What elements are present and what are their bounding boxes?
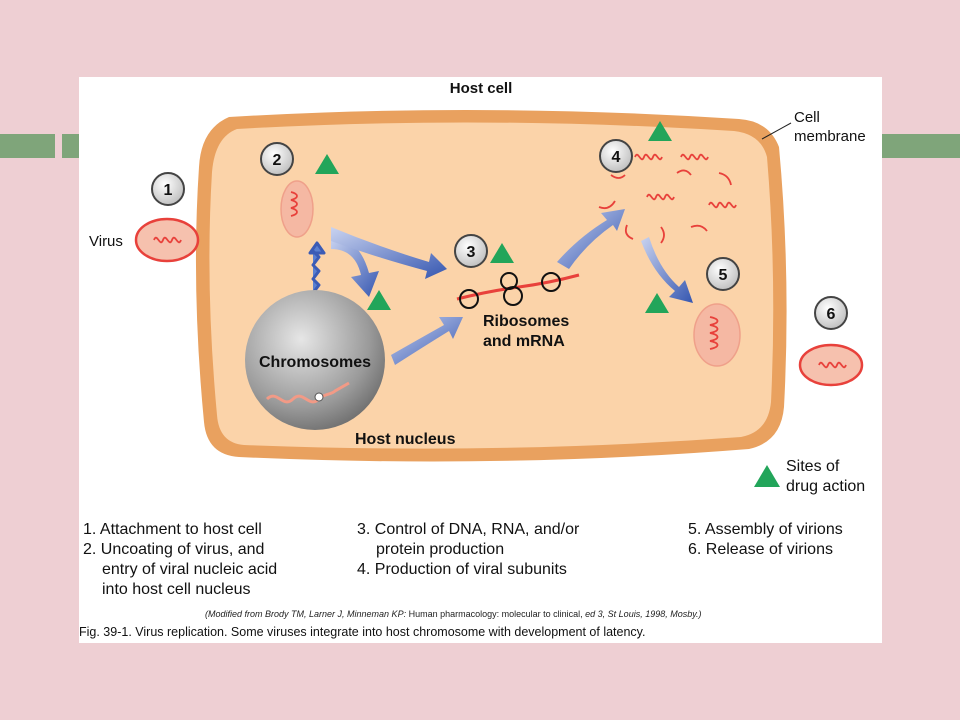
drug-site-triangle-step5 (645, 293, 669, 313)
step-badge-4: 4 (599, 139, 633, 173)
legend-item-5: 5. Assembly of virions (688, 521, 843, 538)
step-badge-1: 1 (151, 172, 185, 206)
arrow-uncoating-to-nucleus (331, 237, 379, 297)
legend-item-2-cont-2: into host cell nucleus (102, 581, 251, 598)
svg-text:6: 6 (827, 306, 836, 323)
legend-item-6: 6. Release of virions (688, 541, 833, 558)
step-badge-2: 2 (260, 142, 294, 176)
svg-text:1: 1 (164, 182, 173, 199)
arrow-subunits-to-assembly (641, 237, 693, 303)
legend-item-2-cont: entry of viral nucleic acid (102, 561, 278, 578)
svg-text:3: 3 (467, 244, 476, 261)
ribosomes-label: Ribosomes and mRNA (483, 313, 574, 350)
svg-text:2: 2 (273, 152, 282, 169)
legend-item-4: 4. Production of viral subunits (357, 561, 567, 578)
legend-item-3-cont: protein production (376, 541, 505, 558)
arrow-ribosomes-to-subunits (557, 209, 625, 269)
arrow-uncoating-to-ribosomes (331, 227, 447, 279)
legend-item-3: 3. Control of DNA, RNA, and/or (357, 521, 580, 538)
legend-column-3: 5. Assembly of virions 6. Release of vir… (688, 520, 843, 560)
virus-particle-outside (134, 217, 200, 263)
slide-deco-bar-right (880, 134, 960, 158)
chromosome-integration-point (314, 392, 324, 402)
figure-citation: (Modified from Brody TM, Larner J, Minne… (205, 609, 702, 619)
step-badge-5: 5 (706, 257, 740, 291)
chromosome-strand (265, 381, 350, 404)
host-nucleus (245, 290, 385, 430)
legend-column-2: 3. Control of DNA, RNA, and/or protein p… (357, 520, 579, 580)
svg-text:4: 4 (612, 149, 621, 166)
cell-membrane-label: Cell membrane (794, 109, 866, 145)
slide-deco-bar-left (0, 134, 55, 158)
legend-item-1: 1. Attachment to host cell (83, 521, 262, 538)
host-nucleus-label: Host nucleus (355, 431, 456, 448)
drug-sites-label: Sites of drug action (786, 458, 865, 495)
drug-site-triangle-nucleus (367, 290, 391, 310)
virus-label: Virus (89, 233, 123, 250)
cell-membrane-leader (761, 122, 792, 140)
virion-released (798, 343, 864, 387)
figure-caption: Fig. 39-1. Virus replication. Some virus… (79, 625, 646, 639)
arrow-nucleus-to-ribosomes (391, 317, 463, 365)
virus-replication-figure: Host cell Cell membrane Virus Chromosome… (79, 77, 882, 643)
step-badge-3: 3 (454, 234, 488, 268)
virus-uncoating (280, 180, 314, 238)
slide-deco-bar-left-2 (62, 134, 82, 158)
drug-site-key-triangle (754, 465, 780, 487)
drug-site-triangle-step2 (315, 154, 339, 174)
virion-assembly (693, 303, 741, 367)
nucleic-acid-entry-arrow (308, 241, 326, 294)
svg-text:5: 5 (719, 267, 728, 284)
host-cell-label: Host cell (450, 80, 513, 97)
citation-suffix: ed 3, St Louis, 1998, Mosby.) (582, 609, 702, 619)
legend-column-1: 1. Attachment to host cell 2. Uncoating … (83, 520, 277, 600)
chromosomes-label: Chromosomes (259, 354, 371, 371)
drug-site-triangle-step4 (648, 121, 672, 141)
drug-site-triangle-step3 (490, 243, 514, 263)
citation-prefix: (Modified from Brody TM, Larner J, Minne… (205, 609, 409, 619)
citation-title: Human pharmacology: molecular to clinica… (408, 609, 583, 619)
viral-subunits (598, 153, 737, 244)
step-badge-6: 6 (814, 296, 848, 330)
diagram-canvas: Host cell Cell membrane Virus Chromosome… (89, 80, 866, 495)
legend-item-2: 2. Uncoating of virus, and (83, 541, 265, 558)
ribosomes-mrna (456, 272, 580, 309)
